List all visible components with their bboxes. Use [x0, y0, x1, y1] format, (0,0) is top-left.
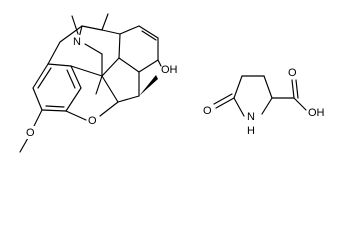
cyclohexene-ring — [118, 25, 159, 73]
chemical-structure-canvas: N O O OH O — [19, 13, 325, 153]
ring-nitrogen-hydrogen-label: H — [247, 125, 255, 137]
nitrogen-atom-label: N — [73, 36, 81, 48]
lactam-carbonyl — [213, 93, 235, 109]
acid-hydroxyl-atom-label: OH — [308, 107, 325, 119]
ring-nitrogen-atom-label: N — [247, 111, 255, 123]
ring-oxygen-atom-label: O — [88, 115, 97, 127]
hydroxyl-atom-label: OH — [161, 64, 178, 76]
methoxy-oxygen-atom-label: O — [26, 127, 35, 139]
atom-labels-molecule-1: N O O OH — [25, 35, 185, 139]
aromatic-ring — [32, 63, 82, 112]
atom-labels-molecule-2: O N H O OH — [203, 67, 325, 137]
methoxy-group — [19, 109, 43, 153]
upper-bridge — [47, 13, 121, 95]
carbonyl-oxygen-atom-label: O — [203, 105, 212, 117]
molecule-pyroglutamic-acid: O N H O OH — [203, 67, 325, 137]
carboxylic-acid — [271, 79, 307, 111]
furan-bridge — [65, 71, 158, 121]
acid-oxygen-atom-label: O — [288, 67, 297, 79]
molecule-codeine: N O O OH — [19, 13, 185, 153]
pyrrolidinone-ring — [233, 75, 273, 117]
